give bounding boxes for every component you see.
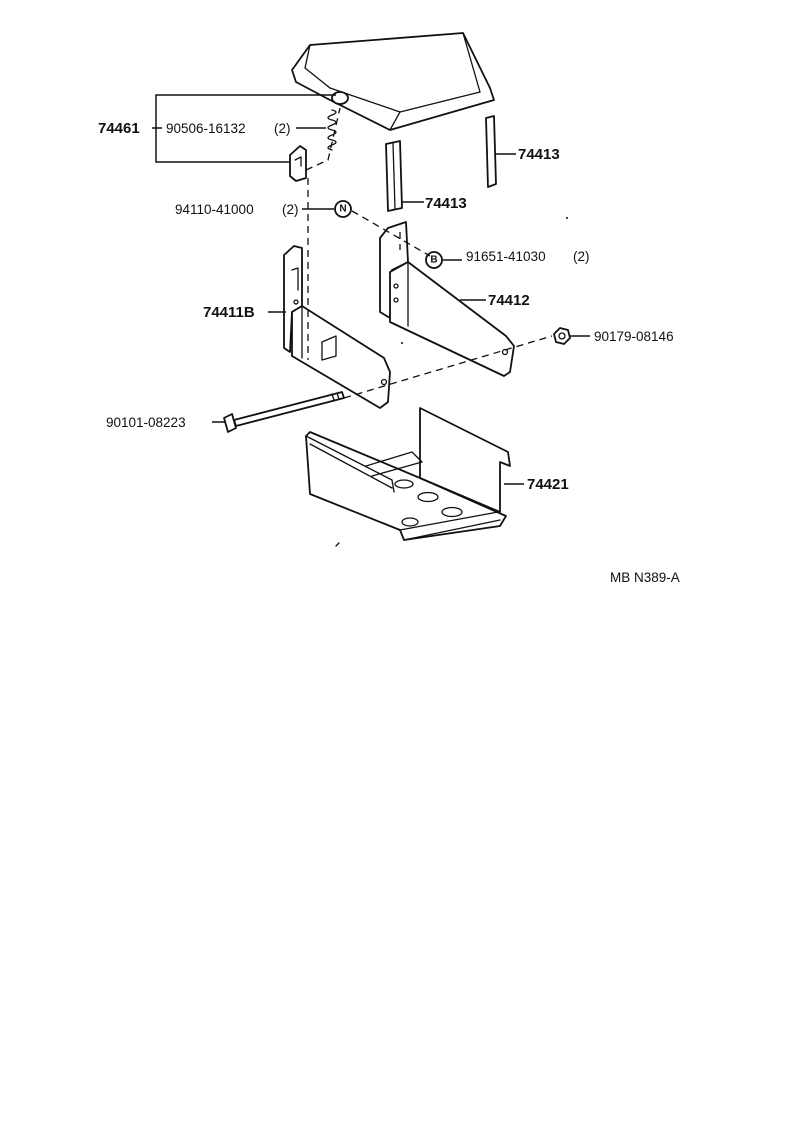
strap-right-part	[485, 115, 497, 188]
bracket-74412-part	[379, 221, 515, 377]
nut-90179-part	[553, 327, 571, 345]
label-74461: 74461	[98, 120, 140, 137]
spring-part	[327, 109, 337, 151]
label-74412: 74412	[488, 292, 530, 309]
nut-n-symbol: N	[339, 204, 346, 215]
label-90506-16132: 90506-16132	[166, 121, 246, 136]
diagram-code: MB N389-A	[610, 570, 680, 585]
stray-marks	[335, 217, 568, 547]
part-labels: 74461 90506-16132 (2) 74413 74413 94110-…	[98, 120, 680, 585]
label-91651-41030: 91651-41030	[466, 249, 546, 264]
label-91651-qty: (2)	[573, 249, 590, 264]
label-94110-qty: (2)	[282, 202, 299, 217]
label-90506-qty: (2)	[274, 121, 291, 136]
leader-lines	[152, 94, 590, 485]
label-74411B: 74411B	[203, 304, 255, 321]
nut-n-part: N	[334, 200, 352, 218]
label-74413-middle: 74413	[425, 195, 467, 212]
label-90179-08146: 90179-08146	[594, 329, 674, 344]
latch-bracket-part	[289, 145, 307, 182]
hinge-pin-part	[331, 91, 349, 105]
bolt-b-symbol: B	[430, 255, 437, 266]
label-74421: 74421	[527, 476, 569, 493]
tray-74421-part	[305, 407, 511, 541]
label-94110-41000: 94110-41000	[175, 202, 254, 217]
label-90101-08223: 90101-08223	[106, 415, 186, 430]
bracket-74411B-part	[283, 245, 391, 409]
lid-part	[291, 32, 495, 131]
strap-middle-part	[385, 140, 403, 212]
long-bolt-part	[223, 391, 345, 433]
label-74413-right: 74413	[518, 146, 560, 163]
